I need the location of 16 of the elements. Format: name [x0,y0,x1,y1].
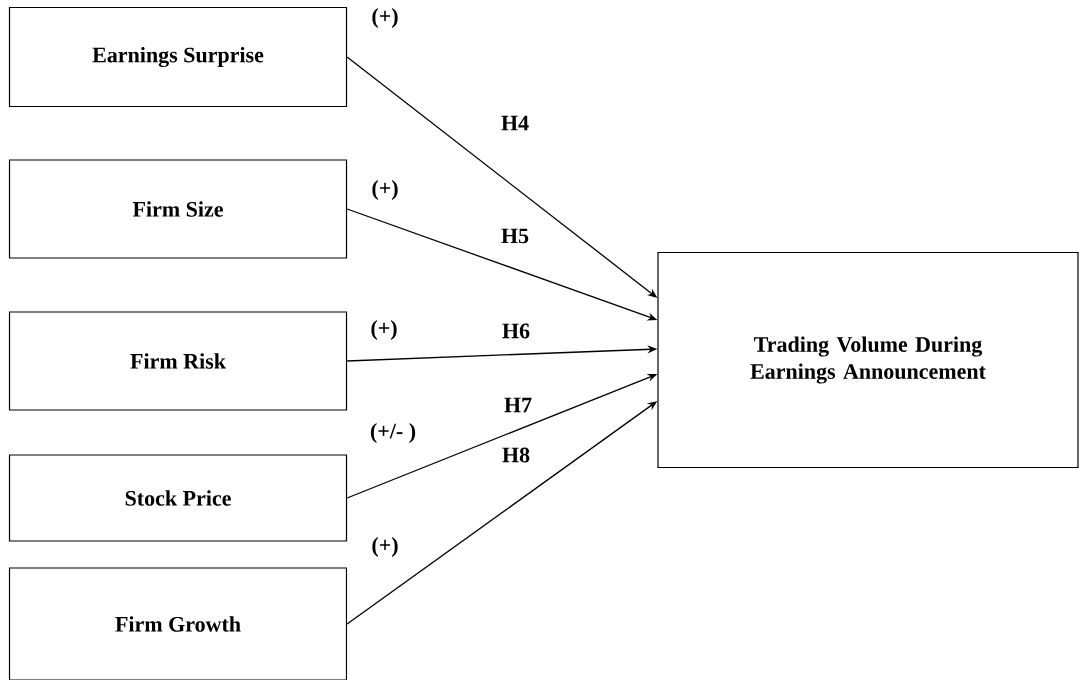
box: Firm Growth [8,567,348,680]
edge-label: H4 [501,115,529,131]
edge-label: H8 [502,447,530,463]
box: Trading Volume During Earnings Announcement [657,251,1079,469]
edge-label: H7 [504,397,532,413]
box: Stock Price [8,454,348,542]
edge-label: H5 [501,228,529,244]
sign-label: (+) [372,180,398,200]
box: Firm Size [8,159,348,259]
edge-label: H6 [502,323,530,339]
sign-label: (+) [371,320,397,340]
sign-label: (+) [372,8,398,28]
sign-label: (+/- ) [370,423,416,443]
box: Firm Risk [8,311,348,411]
sign-label: (+) [372,537,398,557]
box: Earnings Surprise [8,6,348,108]
